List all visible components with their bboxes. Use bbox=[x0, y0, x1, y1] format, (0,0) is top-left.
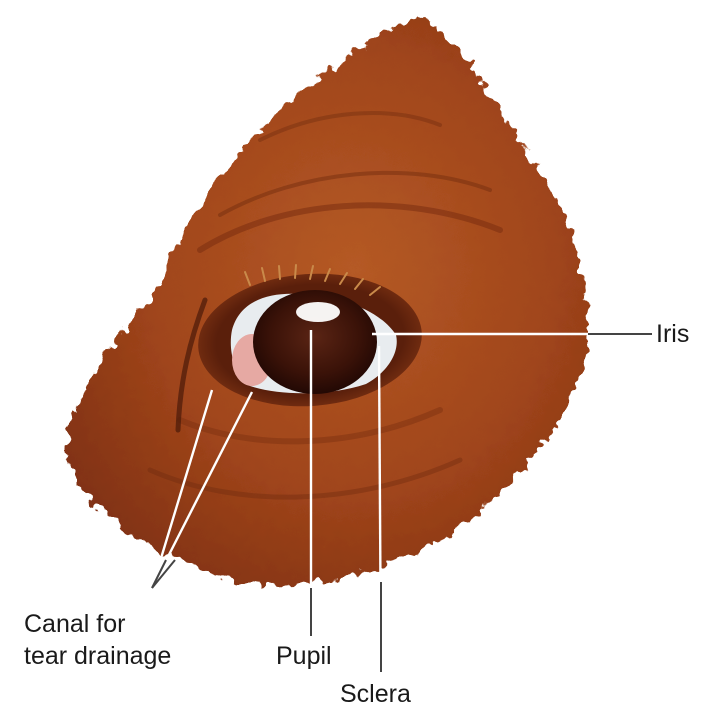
label-canal-line1: Canal for bbox=[24, 608, 171, 640]
label-pupil: Pupil bbox=[276, 640, 332, 672]
label-canal-line2: tear drainage bbox=[24, 640, 171, 672]
label-canal: Canal for tear drainage bbox=[24, 608, 171, 672]
pupil-highlight bbox=[296, 302, 340, 322]
label-iris: Iris bbox=[656, 318, 689, 350]
label-sclera: Sclera bbox=[340, 678, 411, 710]
